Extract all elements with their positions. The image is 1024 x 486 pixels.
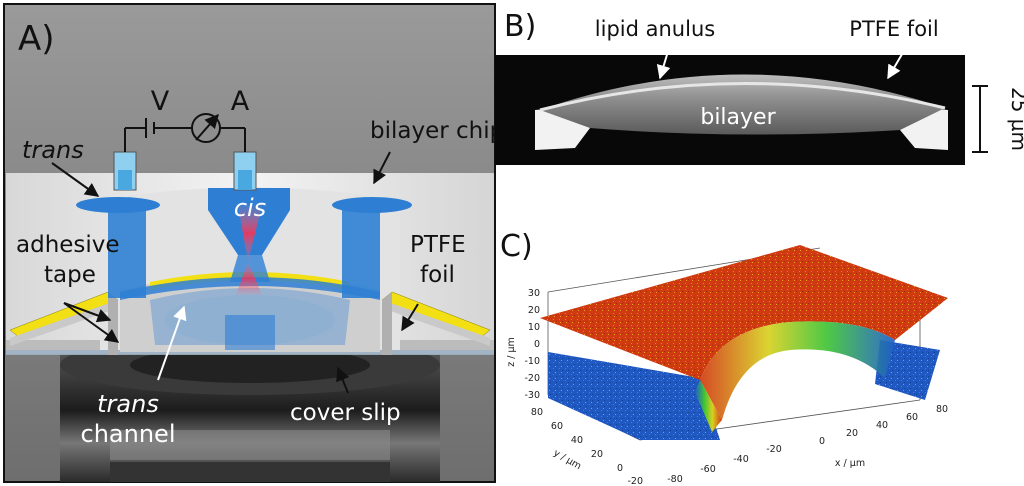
panel-c: C) 30 20 10 0 -10 -20 -30 z / µm — [500, 229, 948, 486]
lipid-anulus — [539, 82, 946, 112]
panel-b-label: B) — [504, 9, 536, 44]
axis-tick-label: 60 — [906, 412, 918, 423]
scale-bar-label: 25 µm — [1007, 87, 1024, 151]
scale-bar — [972, 85, 988, 153]
axis-tick-label: 60 — [551, 421, 563, 432]
axis-tick-label: 20 — [528, 305, 540, 316]
axis-tick-label: 20 — [591, 449, 603, 460]
y-axis-label: y / µm — [551, 448, 583, 473]
surface-low-right — [875, 340, 940, 400]
panel-c-label: C) — [500, 229, 533, 264]
surface-wall-edge — [695, 380, 722, 432]
axis-tick-label: -60 — [700, 464, 716, 475]
lipid-anulus-label: lipid anulus — [595, 17, 715, 41]
ptfe-edge-right — [900, 108, 948, 150]
ptfe-label-line1: PTFE — [410, 232, 466, 258]
ptfe-foil-label: PTFE foil — [849, 17, 938, 41]
adhesive-label-line1: adhesive — [16, 232, 120, 258]
panel-a-arrows — [51, 151, 419, 394]
axis-tick-label: -80 — [667, 474, 683, 485]
axis-tick-label: 0 — [617, 463, 623, 474]
axis-tick-label: 20 — [846, 428, 858, 439]
axis-tick-label: -40 — [733, 454, 749, 465]
axis-tick-label: -20 — [627, 476, 643, 486]
axis-tick-label: -10 — [524, 356, 540, 367]
axis-tick-label: 80 — [936, 404, 948, 415]
cover-slip — [6, 350, 494, 355]
axis-tick-label: 80 — [531, 407, 543, 418]
cis-reservoir — [208, 188, 290, 295]
surface-wall — [700, 321, 895, 420]
ptfe-ring — [150, 272, 350, 290]
axis-tick-label: 0 — [534, 339, 540, 350]
bilayer-chip-label: bilayer chip — [370, 118, 504, 144]
laser-focus — [238, 205, 262, 262]
electrode-left — [113, 128, 137, 191]
surface-plateau — [540, 245, 948, 380]
electrode-right — [233, 128, 257, 191]
trans-channel-blue — [76, 197, 412, 350]
circuit — [125, 113, 245, 143]
adhesive-label-line2: tape — [44, 262, 96, 288]
panel-a: A) V A trans cis bilayer chip adhesive t… — [3, 3, 504, 483]
trans-channel-arrow — [157, 305, 187, 381]
axis-tick-label: 10 — [528, 322, 540, 333]
surface-low-left — [548, 352, 720, 440]
ammeter-label: A — [231, 86, 250, 117]
axis-tick-label: -30 — [524, 390, 540, 401]
bilayer-label: bilayer — [700, 105, 776, 130]
axis-tick-label: 40 — [876, 420, 888, 431]
adhesive-tape-right — [381, 291, 491, 355]
ptfe-edge-left — [535, 108, 590, 150]
trans-channel-label-line1: trans — [97, 390, 159, 418]
y-axis-ticks: 80 60 40 20 0 -20 — [531, 407, 643, 486]
ptfe-label-line2: foil — [420, 262, 455, 288]
objective-lens — [60, 335, 440, 482]
panel-a-label: A) — [18, 19, 55, 59]
z-axis-label: z / µm — [506, 337, 517, 367]
axis-tick-label: 0 — [819, 436, 825, 447]
trans-top-label: trans — [22, 136, 84, 164]
panel-b: B) lipid anulus PTFE foil bilayer 25 µm — [495, 9, 1024, 165]
axis-tick-label: 30 — [528, 288, 540, 299]
voltage-label: V — [151, 86, 170, 117]
axis-tick-label: -20 — [524, 373, 540, 384]
axis-tick-label: 40 — [571, 435, 583, 446]
axis-tick-label: -20 — [766, 444, 782, 455]
adhesive-tape-left — [9, 291, 119, 355]
cover-slip-label: cover slip — [290, 400, 401, 426]
cis-label: cis — [234, 194, 266, 222]
trans-channel-label-line2: channel — [81, 420, 176, 448]
z-axis-ticks: 30 20 10 0 -10 -20 -30 — [524, 288, 540, 401]
x-axis-label: x / µm — [835, 458, 865, 469]
x-axis-ticks: -80 -60 -40 -20 0 20 40 60 80 — [667, 404, 948, 485]
